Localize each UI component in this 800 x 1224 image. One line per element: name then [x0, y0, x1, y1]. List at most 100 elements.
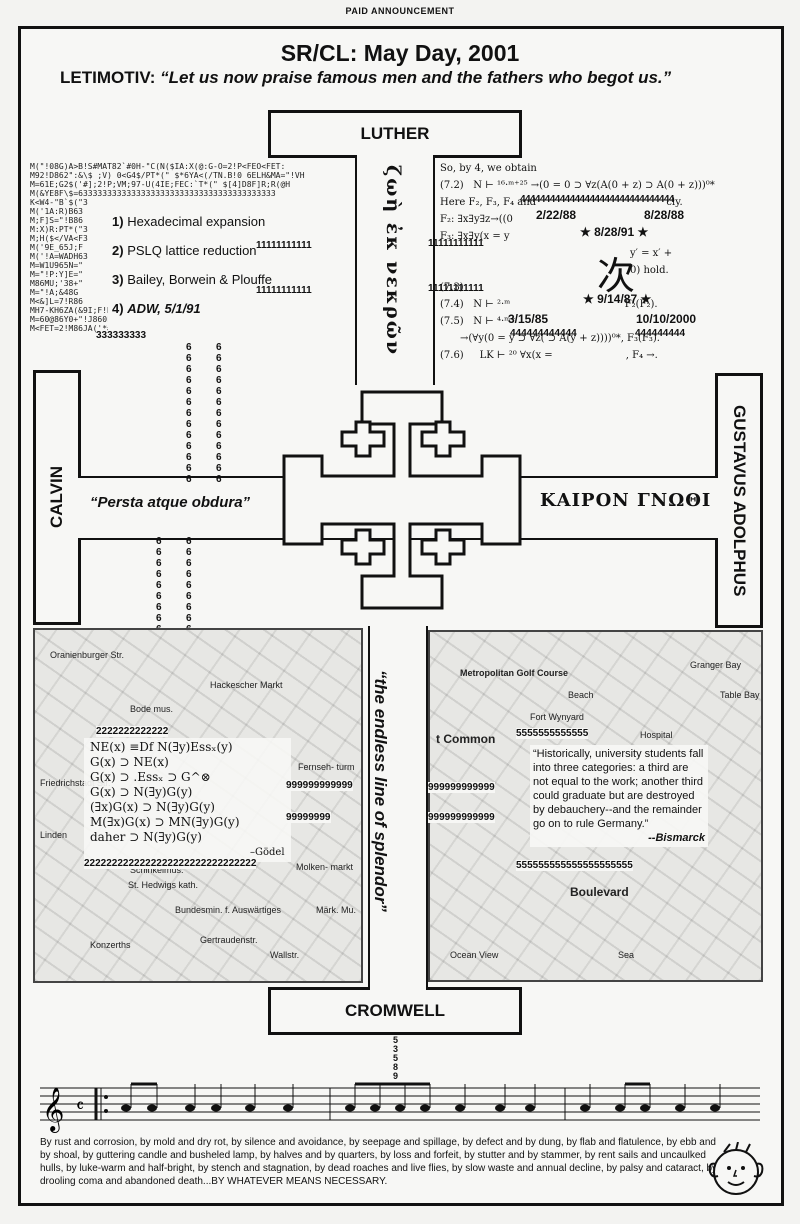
jerusalem-cross-emblem [282, 390, 522, 610]
page-title: SR/CL: May Day, 2001 [280, 40, 520, 66]
digit-row-fours-mid-r: 444444444 [635, 328, 686, 339]
proof-f3: F₃: ∃x∃y(x = y [440, 231, 510, 242]
map-label-right-5: Table Bay [720, 690, 760, 700]
godel-line-4: G(x) ⊃ N(∃y)G(y) [90, 785, 193, 799]
proof-text: So, by 4, we obtain (7.2) N ⊢ ¹⁶·ᵐ⁺²⁵ →(… [440, 160, 715, 375]
cromwell-box: CROMWELL [268, 987, 522, 1035]
map-label-left-5: St. Hedwigs kath. [128, 880, 199, 890]
leitmotiv-quote: “Let us now praise famous men and the fa… [160, 68, 672, 87]
proof-hold: 0) hold. [630, 265, 669, 276]
footer-litany: By rust and corrosion, by mold and dry r… [40, 1137, 718, 1187]
map-label-left-12: Bundesmin. f. Auswärtiges [175, 905, 282, 915]
map-label-left-4: Linden [40, 830, 68, 840]
map-label-right-4: Granger Bay [690, 660, 742, 670]
map-label-left-7: Märk. Mu. [316, 905, 357, 915]
proof-here: Here F₂, F₃, F₄ and cly. [440, 197, 683, 208]
digit-row-nines-left-b: 99999999 [286, 812, 331, 823]
map-label-left-0: Oranienburger Str. [50, 650, 125, 660]
map-label-right-1: Fort Wynyard [530, 712, 584, 722]
calvin-box: CALVIN [33, 370, 81, 625]
six-column-b: 6666666666666 [216, 342, 222, 485]
step-4: 4) ADW, 5/1/91 [112, 301, 201, 316]
godel-line-5: (∃x)G(x) ⊃ N(∃y)G(y) [90, 800, 215, 814]
calvin-motto: “Persta atque obdura” [90, 494, 251, 511]
map-label-right-2: Beach [568, 690, 594, 700]
leitmotiv-label: LETIMOTIV: [60, 68, 156, 87]
map-label-left-6: Konzerths [90, 940, 131, 950]
proof-line-7-3: (7.3) [440, 282, 464, 293]
digit-row-ones-right: 11111111111 [428, 238, 484, 249]
digit-row-fives-bottom: 555555555555555555555 [516, 860, 633, 871]
cross-lower-stem [368, 626, 428, 990]
face-icon [708, 1142, 764, 1195]
godel-line-1: NE(x) ≡Df N(∃y)Essₓ(y) [90, 740, 233, 754]
digit-row-nines-right: 999999999999 [428, 782, 495, 793]
proof-line-7-6: (7.6) LK ⊢ ²⁰ ∀x(x = , F₄ →. [440, 350, 658, 361]
map-label-left-11: Schinkelmus. [130, 865, 184, 875]
digit-row-fours-top: 4444444444444444444444444444444 [520, 194, 674, 205]
digit-row-twos-top: 2222222222222 [96, 726, 169, 737]
greek-motto-vertical: ζωὴ ἐκ νεκρῶν [382, 165, 404, 357]
bismarck-quote: “Historically, university students fall … [533, 748, 704, 830]
splendor-motto: “the endless line of splendor” [371, 670, 390, 912]
godel-proof: NE(x) ≡Df N(∃y)Essₓ(y) G(x) ⊃ NE(x) G(x)… [84, 738, 291, 862]
map-label-right-6: Boulevard [570, 885, 629, 899]
proof-mid: →(∀y(0 = y ⊃ ∀z( ⊃ A(y + z))))⁰*, F₃(F₃)… [460, 333, 660, 344]
step-2: 2) PSLQ lattice reduction [112, 243, 257, 258]
date-3: ★ 8/28/91 ★ [580, 225, 649, 239]
bismarck-attribution: --Bismarck [648, 832, 705, 844]
hex-expansion-block: M("!08G)A>B!S#MAT82`#0H-"C(N($IA:X(@:G-O… [30, 162, 305, 333]
greek-motto-horizontal: ΚΑΙΡΟΝ ΓΝΩΘΙ [540, 490, 712, 511]
luther-label: LUTHER [360, 124, 430, 143]
map-label-right-9: Sea [618, 950, 635, 960]
proof-line-7-2: (7.2) N ⊢ ¹⁶·ᵐ⁺²⁵ →(0 = 0 ⊃ ∀z(A(0 + z) … [440, 180, 715, 191]
proof-line-7-5: (7.5) N ⊢ ⁴·ᵐ⁺ [440, 316, 516, 327]
digit-row-ones-right-b: 11111111111 [428, 283, 484, 294]
digit-row-fours-mid: 444444444444 [510, 328, 577, 339]
luther-box: LUTHER [268, 110, 522, 158]
step-1: 1) Hexadecimal expansion [112, 214, 266, 229]
digit-row-threes: 333333333 [96, 330, 147, 341]
digit-row-ones-upper: 11111111111 [256, 240, 312, 251]
godel-line-7: daher ⊃ N(∃y)G(y) [90, 830, 202, 844]
godel-line-3: G(x) ⊃ .Essₓ ⊃ G^⊗ [90, 770, 211, 784]
proof-line-7-4: (7.4) N ⊢ ²·ᵐ F₂(F₂). [440, 299, 658, 310]
digit-column-tail: 53589 [393, 1035, 399, 1081]
map-label-left-8: Wallstr. [270, 950, 300, 960]
date-4: ★ 9/14/87 ★ [583, 292, 652, 306]
leitmotiv: LETIMOTIV: “Let us now praise famous men… [60, 68, 671, 88]
cromwell-label: CROMWELL [344, 1001, 446, 1020]
six-column-a: 6666666666666 [186, 342, 192, 485]
paid-announcement-label: PAID ANNOUNCEMENT [345, 6, 455, 16]
kanji-glyph: 次 [597, 254, 636, 298]
map-label-left-13: Gertraudenstr. [200, 935, 258, 945]
digit-row-ones-lower: 11111111111 [256, 285, 312, 296]
gustavus-adolphus-box: GUSTAVUS ADOLPHUS [715, 373, 763, 628]
digit-row-nines-left: 999999999999 [286, 780, 353, 791]
date-1: 2/22/88 [536, 208, 577, 222]
proof-yx: y′ = x′ + [630, 248, 673, 259]
proof-f2: F₂: ∃x∃y∃z→((0 [440, 214, 513, 225]
map-label-right-0: Metropolitan Golf Course [460, 668, 568, 678]
step-3: 3) Bailey, Borwein & Plouffe [112, 272, 272, 287]
calvin-label: CALVIN [47, 466, 66, 529]
proof-intro: So, by 4, we obtain [440, 163, 537, 174]
map-label-right-8: Ocean View [450, 950, 499, 960]
date-5: 3/15/85 [508, 312, 549, 326]
music-staff: 𝄞 𝄴 [40, 1082, 760, 1133]
digit-row-nines-right-b: 999999999999 [428, 812, 495, 823]
map-label-left-2: Bode mus. [130, 704, 174, 714]
date-2: 8/28/88 [644, 208, 685, 222]
godel-line-6: M(∃x)G(x) ⊃ MN(∃y)G(y) [90, 815, 240, 829]
digit-row-fives-top: 5555555555555 [516, 728, 589, 739]
map-label-left-1: Hackescher Markt [210, 680, 283, 690]
svg-text:𝄞: 𝄞 [42, 1087, 64, 1133]
map-label-right-3: t Common [436, 732, 496, 746]
map-label-right-7: Hospital [640, 730, 673, 740]
godel-signature: –Gödel [250, 847, 285, 858]
map-label-left-10: Molken- markt [296, 862, 354, 872]
digit-row-twos-bottom: 2222222222222222222222222222222 [84, 858, 257, 869]
gustavus-adolphus-label: GUSTAVUS ADOLPHUS [730, 404, 749, 597]
godel-line-2: G(x) ⊃ NE(x) [90, 755, 169, 769]
algorithm-steps: 1) Hexadecimal expansion 2) PSLQ lattice… [108, 212, 276, 332]
